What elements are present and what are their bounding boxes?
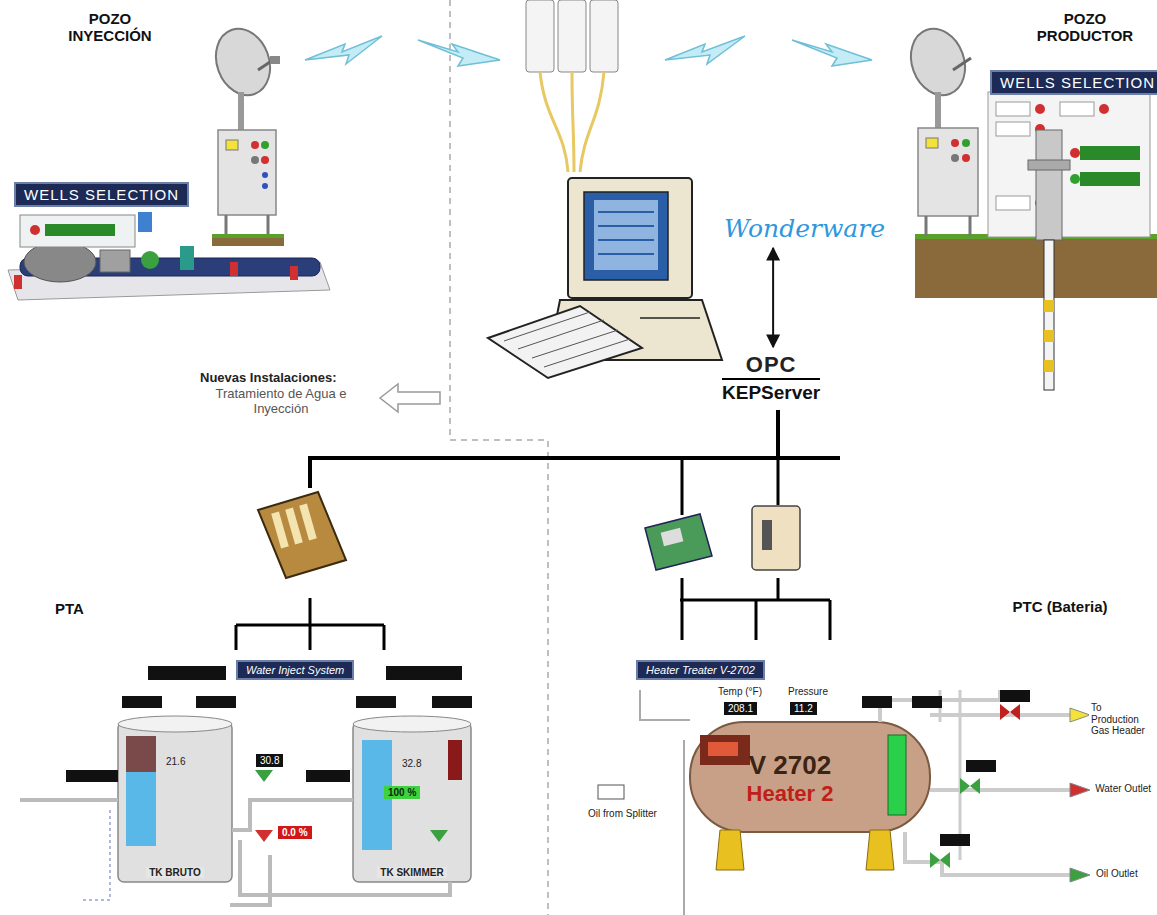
node-text: V 2702 [749, 750, 831, 781]
note-heading: Nuevas Instalaciones: [200, 370, 337, 385]
area-heading: POZO PRODUCTOR [1025, 10, 1145, 45]
pipe-label: Oil Outlet [1094, 868, 1140, 879]
node-text: KEPServer [722, 378, 820, 404]
area-heading: POZO INYECCIÓN [50, 10, 170, 45]
hmi-title-band: Heater Treater V-2702 [636, 660, 765, 680]
vessel-shape: V 2702Heater 2 [700, 730, 880, 826]
software-logo: Wonderware [722, 212, 887, 245]
panel-title-band: WELLS SELECTION [990, 70, 1157, 95]
readout-value: 30.8 [256, 754, 283, 767]
status-value: 100 % [384, 786, 420, 799]
node-text: Wonderware [724, 214, 885, 243]
area-heading: PTC (Bateria) [1000, 598, 1120, 615]
note-text: Tratamiento de Agua e Inyección [196, 386, 366, 416]
readout-value: 11.2 [790, 702, 817, 715]
pipe-label: To Production Gas Header [1089, 702, 1153, 737]
signal-name: Pressure [786, 686, 830, 697]
tank-value: 21.6 [166, 756, 185, 767]
area-heading: PTA [55, 600, 84, 617]
pipe-label: Oil from Splitter [586, 808, 660, 820]
signal-name: Temp (°F) [716, 686, 764, 697]
tank-shape: TK SKIMMER [353, 722, 471, 882]
pipe-label: Water Outlet [1093, 783, 1153, 794]
node-text: Heater Treater V-2702 [646, 664, 755, 676]
node-text: Heater 2 [747, 781, 834, 807]
opc-server-box: OPCKEPServer [718, 350, 824, 406]
node-text: WELLS SELECTION [1000, 74, 1155, 91]
node-text: WELLS SELECTION [24, 186, 179, 203]
node-text: OPC [722, 352, 820, 378]
node-text: TK BRUTO [146, 867, 203, 878]
tank-value: 32.8 [402, 758, 421, 769]
node-text: Water Inject System [246, 664, 344, 676]
hmi-title-band: Water Inject System [236, 660, 354, 680]
tank-shape: TK BRUTO [118, 722, 232, 882]
panel-title-band: WELLS SELECTION [14, 182, 189, 207]
readout-value: 208.1 [724, 702, 757, 715]
connector-arrow [772, 248, 774, 347]
node-text: TK SKIMMER [377, 867, 446, 878]
status-value: 0.0 % [278, 826, 312, 839]
